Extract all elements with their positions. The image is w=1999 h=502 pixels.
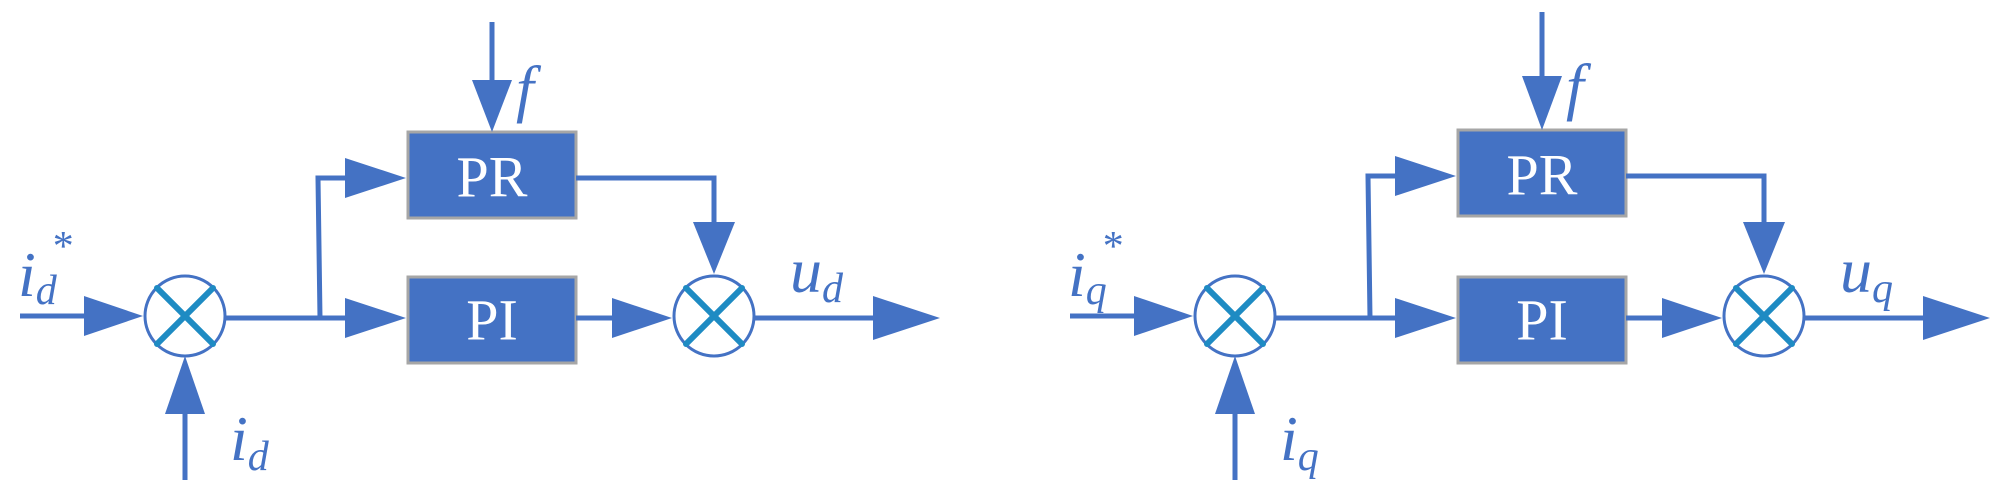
f-label: f (1566, 51, 1592, 122)
pi-block (1456, 275, 1628, 365)
pr-output-line (576, 175, 717, 230)
f-label: f (516, 53, 542, 124)
summing-junction-icon (1722, 274, 1806, 358)
ref-input-arrow (84, 296, 143, 336)
pi-block (406, 275, 578, 365)
pi-output-arrow (612, 298, 672, 338)
pr-block-label: PR (1507, 143, 1578, 208)
ref-input-arrow (1134, 296, 1193, 336)
summing-junction-icon (672, 274, 756, 358)
pi-output-arrow (1662, 298, 1722, 338)
feedback-label: id (230, 403, 270, 480)
ref-input-label: id* (18, 224, 72, 314)
pr-output-line (1626, 173, 1767, 230)
output-label: uq (1840, 235, 1893, 312)
ref-input-label: iq* (1068, 224, 1122, 314)
f-input-arrow (472, 80, 512, 132)
pi-input-arrow (1395, 298, 1456, 338)
feedback-arrow (1215, 356, 1255, 414)
output-label: ud (790, 235, 844, 312)
summing-junction-icon (143, 274, 227, 358)
f-input-arrow (1522, 76, 1562, 130)
output-arrow (873, 296, 940, 340)
pr-output-arrow (693, 222, 735, 274)
feedback-label: iq (1280, 403, 1319, 480)
pi-input-arrow (345, 298, 406, 338)
summing-junction-icon (1193, 274, 1277, 358)
pr-block-label: PR (457, 145, 528, 210)
pi-block-label: PI (466, 288, 518, 353)
pr-branch-line (1365, 173, 1402, 319)
feedback-arrow (165, 356, 205, 414)
pr-input-arrow (1395, 156, 1456, 196)
output-arrow (1923, 296, 1990, 340)
pr-block (406, 130, 578, 220)
pr-input-arrow (345, 158, 406, 198)
pr-branch-line (315, 175, 352, 319)
pr-block (1456, 128, 1628, 218)
pr-output-arrow (1743, 222, 1785, 274)
pi-block-label: PI (1516, 288, 1568, 353)
d-axis-controller: id* id PR PI f (18, 22, 940, 480)
q-axis-controller: iq* iq PR PI f (1068, 12, 1990, 480)
